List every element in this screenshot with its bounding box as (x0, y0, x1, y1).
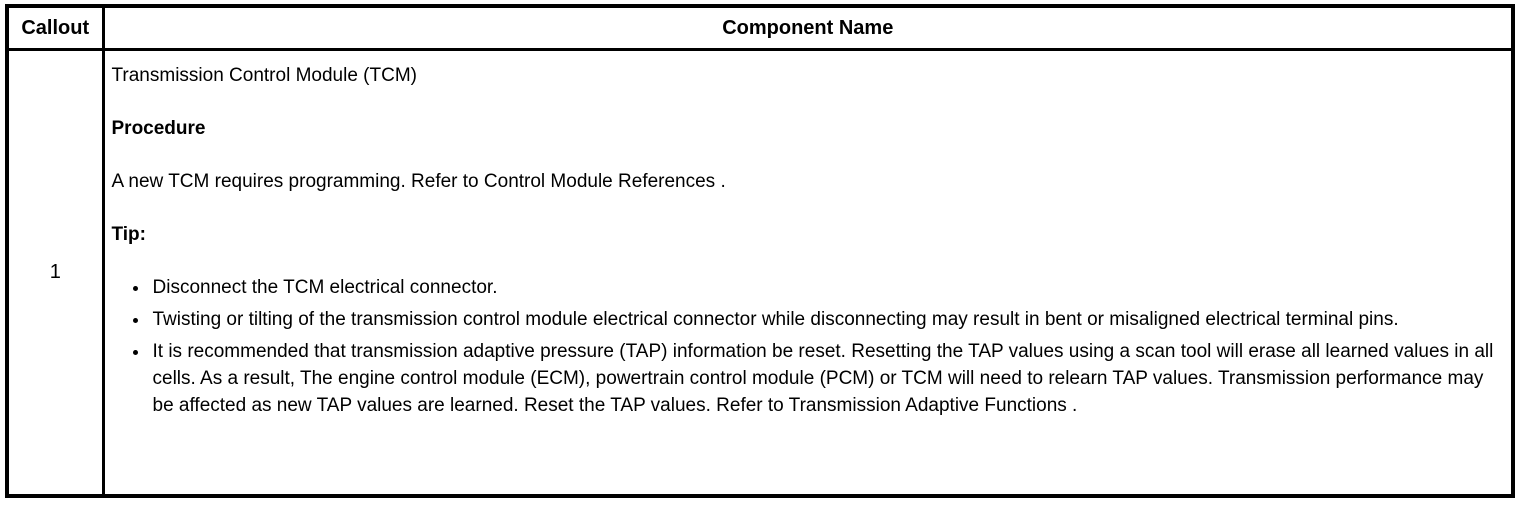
callout-column-header: Callout (5, 4, 105, 51)
tip-heading: Tip: (111, 224, 146, 245)
callout-number: 1 (5, 48, 105, 498)
list-item: Twisting or tilting of the transmission … (150, 306, 1498, 333)
table-row: 1 Transmission Control Module (TCM) Proc… (5, 48, 1515, 498)
component-name-column-header: Component Name (101, 4, 1515, 51)
list-item: Disconnect the TCM electrical connector. (150, 274, 1498, 301)
component-title: Transmission Control Module (TCM) (111, 65, 417, 86)
header-row: Callout Component Name (5, 4, 1515, 51)
procedure-heading: Procedure (111, 118, 206, 139)
tip-list: Disconnect the TCM electrical connector.… (112, 274, 1498, 419)
list-item: It is recommended that transmission adap… (150, 338, 1498, 419)
procedure-text: A new TCM requires programming. Refer to… (111, 171, 726, 192)
component-description-cell: Transmission Control Module (TCM) Proced… (101, 48, 1515, 498)
component-name-table: Callout Component Name 1 Transmission Co… (5, 4, 1515, 498)
